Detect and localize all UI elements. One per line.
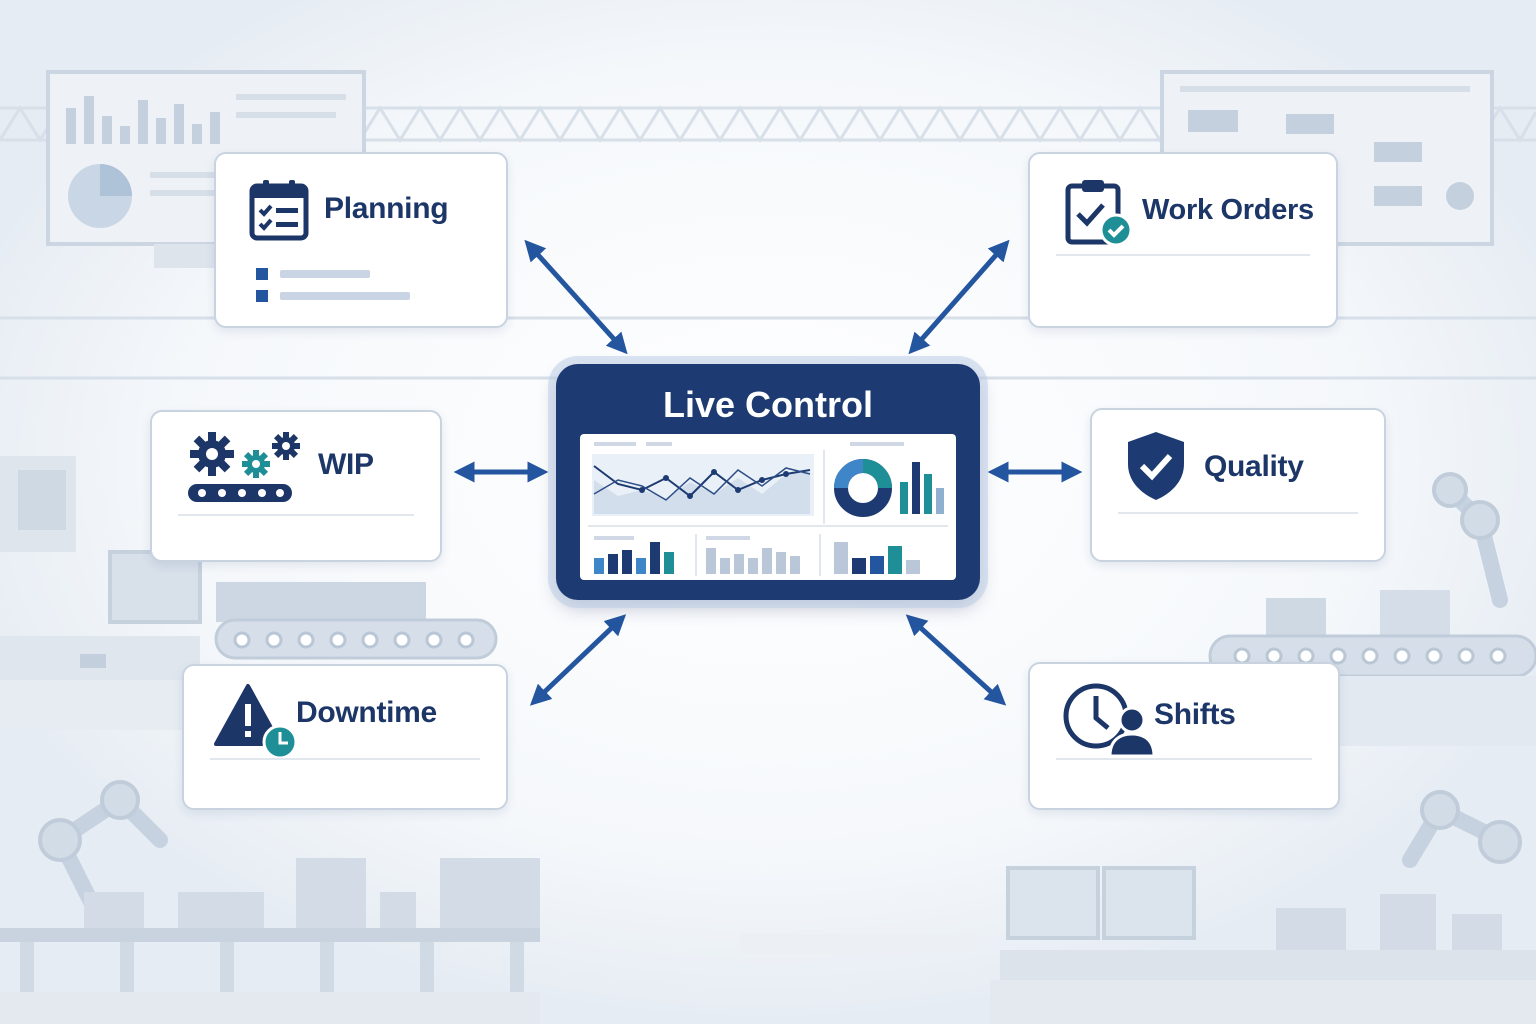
- planning-label: Planning: [324, 192, 449, 225]
- downtime-card[interactable]: Downtime: [182, 664, 508, 810]
- work-orders-label: Work Orders: [1142, 194, 1314, 226]
- bar-group-1: [594, 542, 674, 574]
- wip-card[interactable]: WIP: [150, 410, 442, 562]
- bar-group-3: [834, 542, 920, 574]
- arrow-planning-hub: [524, 239, 628, 355]
- card-divider: [1056, 758, 1312, 760]
- donut-chart: [834, 459, 892, 517]
- shifts-card[interactable]: Shifts: [1028, 662, 1340, 810]
- arrow-downtime-hub: [529, 614, 627, 706]
- mini-bar-chart: [900, 462, 944, 514]
- hub-title: Live Control: [662, 384, 873, 425]
- downtime-label: Downtime: [296, 696, 437, 729]
- quality-label: Quality: [1204, 450, 1304, 483]
- calendar-checklist-icon: [249, 180, 309, 241]
- clipboard-check-icon: [1065, 180, 1133, 247]
- dashboard-preview-graphics: [588, 442, 948, 576]
- card-divider: [1118, 512, 1358, 514]
- line-chart-b: [593, 467, 811, 501]
- shield-check-icon: [1128, 432, 1184, 500]
- dashboard-preview: [580, 434, 956, 580]
- clock-person-icon: [1063, 683, 1156, 758]
- bar-group-2: [706, 548, 800, 574]
- arrow-shifts-hub: [905, 614, 1007, 706]
- quality-card[interactable]: Quality: [1090, 408, 1386, 562]
- card-divider: [178, 514, 414, 516]
- shifts-label: Shifts: [1154, 698, 1236, 731]
- list-line: [280, 270, 370, 278]
- arrow-workorders-hub: [908, 239, 1010, 355]
- gears-conveyor-icon: [188, 432, 300, 502]
- card-divider: [1056, 254, 1310, 256]
- planning-card[interactable]: Planning: [214, 152, 508, 328]
- list-bullet: [256, 290, 268, 302]
- list-line: [280, 292, 410, 300]
- live-control-hub[interactable]: Live Control: [556, 364, 980, 600]
- list-bullet: [256, 268, 268, 280]
- warning-clock-icon: [214, 684, 298, 760]
- work-orders-card[interactable]: Work Orders: [1028, 152, 1338, 328]
- card-divider: [210, 758, 480, 760]
- wip-label: WIP: [318, 448, 374, 481]
